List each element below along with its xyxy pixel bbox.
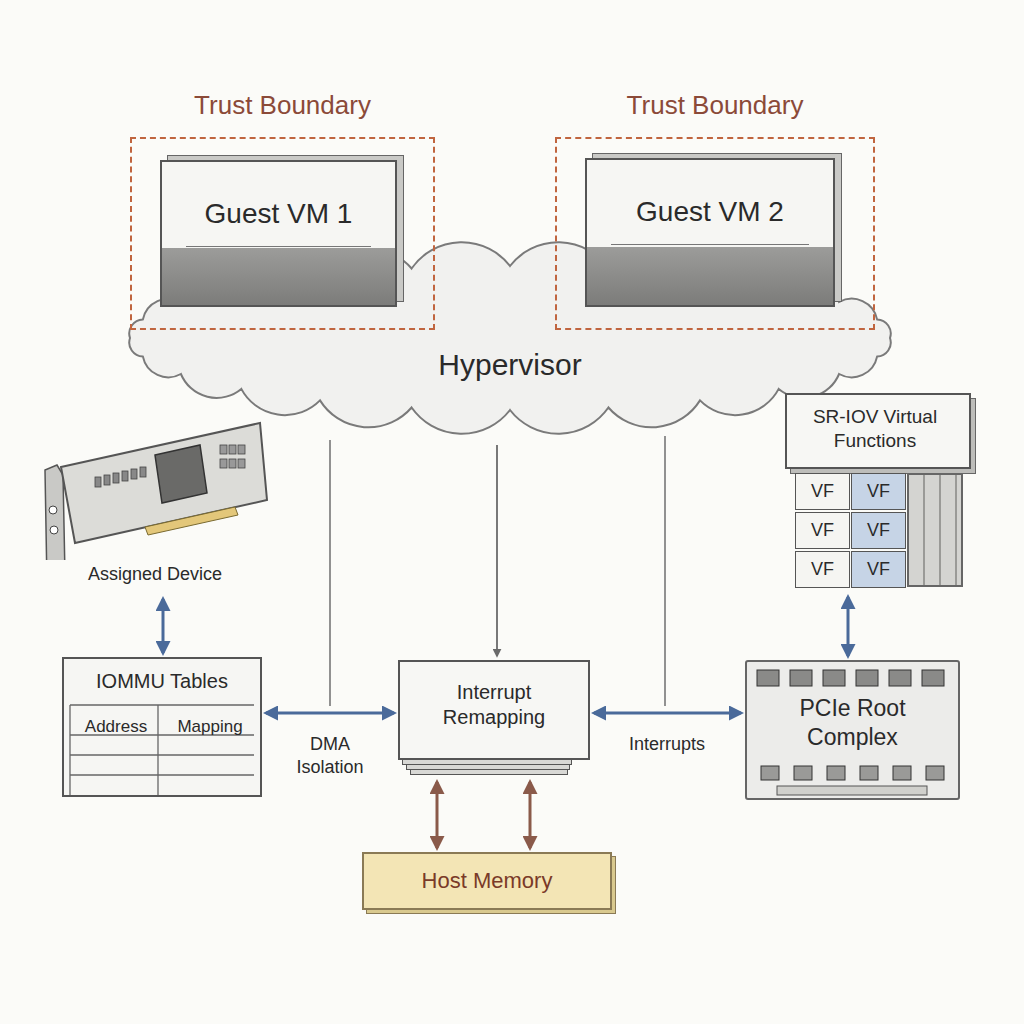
card-part (220, 459, 227, 468)
board-chip (761, 766, 779, 780)
vf-node: VF (851, 551, 906, 588)
card-bracket (45, 465, 65, 560)
board-chip (794, 766, 812, 780)
table-rule (70, 704, 254, 705)
vf-label: VF (852, 474, 905, 508)
board-chip (823, 670, 845, 686)
vf-node: VF (851, 473, 906, 510)
board-chip (757, 670, 779, 686)
table-header: Mapping (160, 717, 260, 737)
connector-arrow (847, 597, 850, 656)
vf-node: VF (851, 512, 906, 549)
board-chip (827, 766, 845, 780)
trust-node: Trust BoundaryGuest VM 1 (130, 137, 435, 330)
irq-label: Interrupt Remapping (398, 680, 590, 730)
card-part (140, 467, 146, 477)
table-rule (157, 705, 158, 795)
board-edge-connector (777, 786, 927, 795)
trust-label: Trust Boundary (557, 89, 873, 122)
vm-edge-line (186, 246, 371, 247)
card-part (229, 459, 236, 468)
card-chip (155, 445, 207, 503)
vm-node: Guest VM 2 (585, 158, 835, 307)
board-chip (889, 670, 911, 686)
board-chip (922, 670, 944, 686)
board-chip (790, 670, 812, 686)
connector-arrow (266, 712, 394, 715)
connector-arrow (436, 782, 439, 848)
sriov-side-panel (907, 473, 963, 587)
card-part (131, 469, 137, 479)
card-part (229, 445, 236, 454)
vm-node: Guest VM 1 (160, 160, 397, 307)
device-node: Assigned Device (35, 415, 275, 595)
card-port (50, 526, 58, 534)
vm-label: Guest VM 1 (162, 196, 395, 231)
connector-arrow (496, 445, 498, 656)
card-part (238, 459, 245, 468)
card-part (95, 477, 101, 487)
card-part (238, 445, 245, 454)
vf-node: VF (795, 512, 850, 549)
vf-label: VF (796, 513, 849, 547)
connector-arrow (594, 712, 741, 715)
remap-layer (410, 770, 568, 775)
cloud-shape (129, 242, 890, 433)
table-rule (70, 774, 254, 775)
connector-label: DMA Isolation (280, 733, 380, 778)
hypervisor-line (664, 436, 666, 706)
vf-label: VF (796, 552, 849, 586)
sriov-node: SR-IOV Virtual FunctionsVFVFVFVFVFVF (785, 393, 977, 593)
vf-label: VF (796, 474, 849, 508)
card-port (49, 506, 57, 514)
irq-node: Interrupt Remapping (398, 660, 590, 778)
mem-node: Host Memory (362, 852, 612, 910)
pcie-node: PCIe Root Complex (745, 660, 960, 800)
vf-node: VF (795, 473, 850, 510)
board-chip (893, 766, 911, 780)
card-part (220, 445, 227, 454)
trust-node: Trust BoundaryGuest VM 2 (555, 137, 875, 330)
card-connector (145, 507, 238, 535)
pcie-label: PCIe Root Complex (747, 694, 958, 752)
table-rule (70, 754, 254, 755)
card-part (122, 471, 128, 481)
card-part (104, 475, 110, 485)
hypervisor-line (329, 440, 331, 706)
board-chip (926, 766, 944, 780)
vm-edge-line (611, 244, 809, 245)
card-board (61, 423, 267, 543)
vf-node: VF (795, 551, 850, 588)
board-chip (860, 766, 878, 780)
device-label: Assigned Device (35, 563, 275, 586)
vm-label: Guest VM 2 (587, 194, 833, 229)
connector-arrow (529, 782, 532, 848)
table-rule (69, 705, 70, 795)
vf-label: VF (852, 552, 905, 586)
connector-label: Interrupts (612, 733, 722, 756)
vf-label: VF (852, 513, 905, 547)
iommu-label: IOMMU Tables (64, 669, 260, 694)
cloud-label: Hypervisor (110, 346, 910, 384)
board-chip (856, 670, 878, 686)
pcb-card (35, 415, 275, 560)
trust-label: Trust Boundary (132, 89, 433, 122)
mem-label: Host Memory (364, 854, 610, 908)
card-part (113, 473, 119, 483)
table-header: Address (70, 717, 162, 737)
sriov-label: SR-IOV Virtual Functions (785, 393, 965, 453)
connector-arrow (162, 599, 165, 653)
